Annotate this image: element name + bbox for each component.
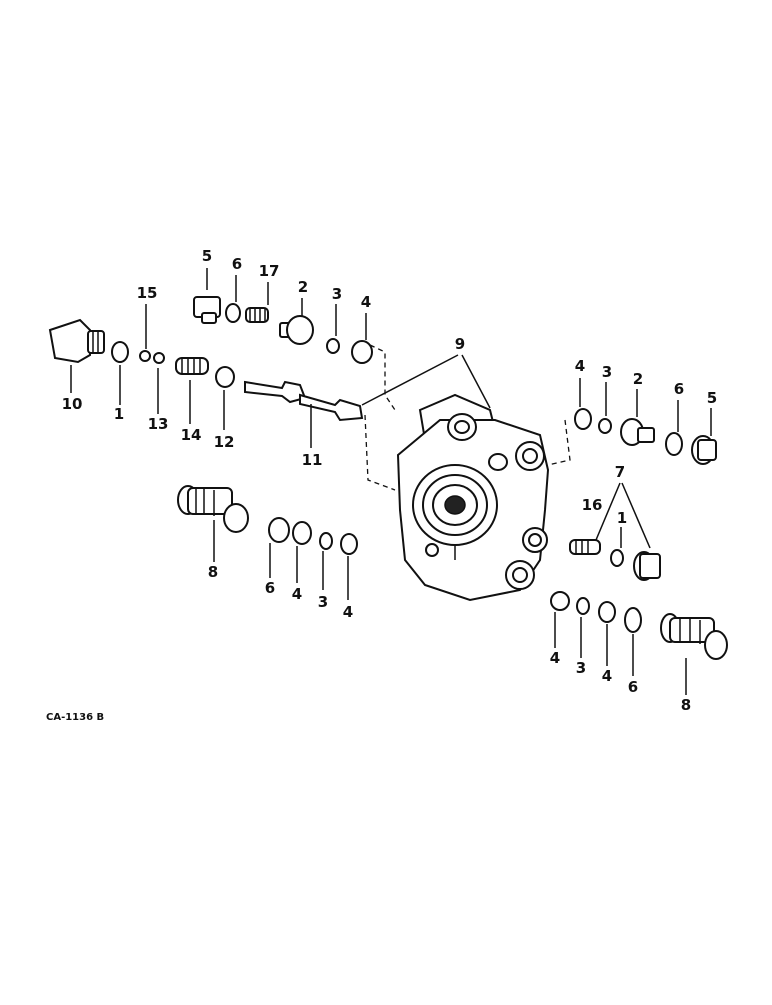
callout-2: 2 (297, 278, 309, 296)
callout-2-right: 2 (632, 370, 644, 388)
callout-14: 14 (180, 426, 202, 444)
seal-4-top (351, 340, 373, 364)
seal-4-low-a (550, 591, 570, 611)
callout-3-mid: 3 (317, 593, 329, 611)
callout-7: 7 (614, 463, 626, 481)
washer-3-right (598, 418, 612, 434)
callout-12: 12 (213, 433, 235, 451)
seal-4-mid-a (292, 521, 312, 545)
callout-3-low: 3 (575, 659, 587, 677)
callout-4-low-a: 4 (549, 649, 561, 667)
callout-11: 11 (301, 451, 323, 469)
leader-ticks (70, 268, 712, 695)
callout-8-left: 8 (207, 563, 219, 581)
callout-4-mid-b: 4 (342, 603, 354, 621)
callout-13: 13 (147, 415, 169, 433)
washer-3-low (576, 597, 590, 615)
oring-1-left (111, 341, 129, 363)
valve-2-top (279, 315, 314, 345)
plug-5-top (193, 296, 221, 324)
callout-6-mid: 6 (264, 579, 276, 597)
washer-3-mid (319, 532, 333, 550)
cap-10 (48, 318, 105, 364)
leader-9b (461, 354, 491, 409)
callout-4-low-b: 4 (601, 667, 613, 685)
oring-6-right (665, 432, 683, 456)
oring-6-low (624, 607, 642, 633)
callout-3-right: 3 (601, 363, 613, 381)
callout-17: 17 (258, 262, 280, 280)
callout-9: 9 (454, 335, 466, 353)
callout-15: 15 (136, 284, 158, 302)
callout-6-right: 6 (673, 380, 685, 398)
callout-16: 16 (581, 496, 603, 514)
washer-12 (215, 366, 235, 388)
callout-1-right: 1 (616, 509, 628, 527)
spring-17 (245, 307, 269, 323)
callout-1: 1 (113, 405, 125, 423)
callout-3: 3 (331, 285, 343, 303)
seal-4-right (574, 408, 592, 430)
leader-9a (361, 354, 459, 406)
pump-housing (396, 393, 550, 602)
callout-4-mid-a: 4 (291, 585, 303, 603)
dash-line-spool (364, 414, 396, 491)
ball-15 (139, 350, 151, 362)
spring-14 (175, 357, 209, 375)
valve-cartridge-8-right (660, 613, 728, 660)
dash-line-right (547, 419, 571, 466)
plug-7 (633, 551, 661, 581)
callout-5: 5 (201, 247, 213, 265)
leader-7b (621, 482, 651, 549)
callout-8-right: 8 (680, 696, 692, 714)
callout-4: 4 (360, 293, 372, 311)
callout-5-right: 5 (706, 389, 718, 407)
plug-5-right (691, 435, 717, 465)
oring-6-mid (268, 517, 290, 543)
oring-6-top (225, 303, 241, 323)
valve-cartridge-8-left (177, 485, 249, 533)
spring-16 (569, 539, 601, 555)
valve-2-right (620, 418, 655, 446)
callout-10: 10 (61, 395, 83, 413)
washer-3-top (326, 338, 340, 354)
seat-13 (153, 352, 165, 364)
spool-11 (244, 380, 364, 422)
callout-6: 6 (231, 255, 243, 273)
callout-4-right: 4 (574, 357, 586, 375)
dash-line-top (369, 344, 396, 411)
oring-1-right (610, 549, 624, 567)
drawing-reference: CA-1136 B (46, 712, 105, 723)
leader-7a (595, 482, 621, 541)
seal-4-mid-b (340, 533, 358, 555)
seal-4-low-b (598, 601, 616, 623)
callout-6-low: 6 (627, 678, 639, 696)
